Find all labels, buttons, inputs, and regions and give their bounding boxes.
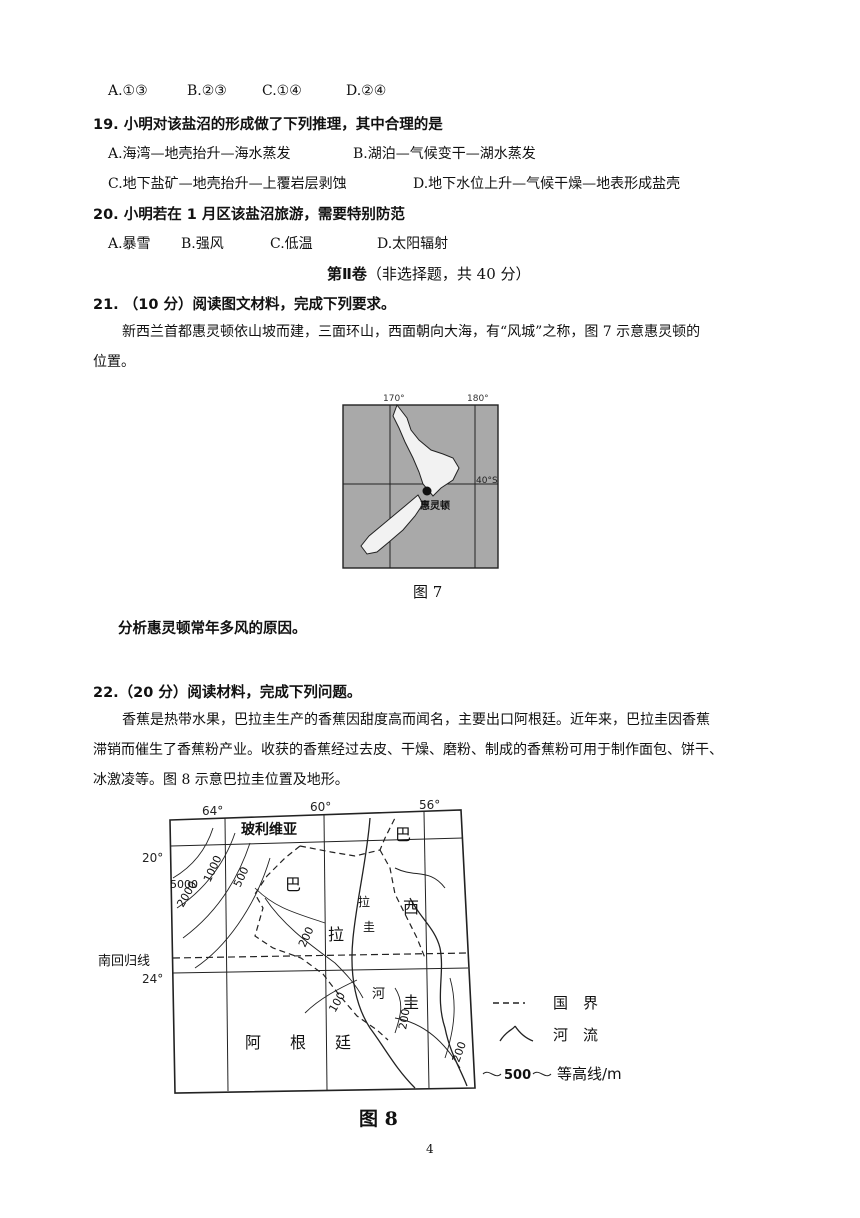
contour-200-west xyxy=(264,897,364,999)
legend-contour-label: 等高线/m xyxy=(557,1065,622,1083)
contour-label-200-east: 200 xyxy=(396,1008,412,1031)
border-paraguay-brazil xyxy=(379,849,426,959)
contour-1000 xyxy=(182,842,251,939)
figure-7-lon-170: 170° xyxy=(383,394,405,404)
figure-8-meridian-60 xyxy=(323,814,328,1091)
figure-7-lon-180: 180° xyxy=(467,394,489,404)
q20-option-c: C.低温 xyxy=(270,236,313,252)
legend-contour-value: 500 xyxy=(504,1068,531,1083)
label-argentina-2: 根 xyxy=(290,1033,306,1052)
tributary-river-2 xyxy=(254,887,326,924)
label-river-1: 拉 xyxy=(358,894,370,909)
label-brazil-1: 巴 xyxy=(395,825,411,844)
q20-stem: 20. 小明若在 1 月区该盐沼旅游，需要特别防范 xyxy=(93,207,405,223)
q19-option-b: B.湖泊—气候变干—湖水蒸发 xyxy=(353,146,536,162)
tropic-of-capricorn-label: 南回归线 xyxy=(98,953,150,969)
figure-8-lat-24: 24° xyxy=(142,972,163,986)
parana-river xyxy=(409,897,468,1087)
q22-material-line2: 滞销而催生了香蕉粉产业。收获的香蕉经过去皮、干燥、磨粉、制成的香蕉粉可用于制作面… xyxy=(93,742,723,758)
q19-stem: 19. 小明对该盐沼的形成做了下列推理，其中合理的是 xyxy=(93,117,443,133)
new-zealand-south-island xyxy=(360,494,424,555)
tributary-river-1 xyxy=(394,867,446,889)
label-brazil-2: 西 xyxy=(403,898,419,917)
figure-8-caption: 图 8 xyxy=(359,1108,398,1130)
q20-option-d: D.太阳辐射 xyxy=(377,236,449,252)
contour-label-5000: 5000 xyxy=(170,878,198,891)
q22-material-line3: 冰激凌等。图 8 示意巴拉圭位置及地形。 xyxy=(93,772,349,788)
figure-7-lat-40s: 40°S xyxy=(476,476,498,486)
section-subtitle: （非选择题，共 40 分） xyxy=(366,265,531,283)
legend-river-symbol xyxy=(499,1025,534,1042)
legend-contour-symbol-right xyxy=(532,1071,552,1077)
wellington-dot xyxy=(422,486,432,496)
q22-stem: 22.（20 分）阅读材料，完成下列问题。 xyxy=(93,685,362,701)
paraguay-river xyxy=(351,817,416,1089)
contour-500 xyxy=(194,857,271,969)
q18-option-b: B.②③ xyxy=(187,83,227,99)
figure-7-map: 170° 180° 40°S 惠灵顿 xyxy=(342,394,499,569)
figure-7-caption: 图 7 xyxy=(413,583,443,601)
contour-label-1000: 1000 xyxy=(201,853,225,884)
q21-material-line2: 位置。 xyxy=(93,354,135,370)
label-river-3: 河 xyxy=(372,987,385,1002)
label-paraguay-1: 巴 xyxy=(285,875,301,894)
contour-label-500: 500 xyxy=(231,865,252,890)
label-argentina-3: 廷 xyxy=(335,1033,351,1052)
label-paraguay-2: 拉 xyxy=(328,925,344,944)
section-heading: 第Ⅱ卷（非选择题，共 40 分） xyxy=(327,263,531,284)
contour-200-east xyxy=(394,987,402,1034)
contour-200-southeast xyxy=(444,977,455,1059)
figure-8-meridian-64 xyxy=(224,817,229,1092)
q19-option-a: A.海湾—地壳抬升—海水蒸发 xyxy=(108,146,291,162)
figure-8-parallel-20 xyxy=(170,837,464,847)
label-paraguay-3: 圭 xyxy=(403,993,419,1012)
contour-2000 xyxy=(176,832,236,909)
q19-option-d: D.地下水位上升—气候干燥—地表形成盐壳 xyxy=(413,176,681,192)
label-bolivia: 玻利维亚 xyxy=(241,821,297,838)
legend-river-label: 河 流 xyxy=(553,1026,598,1044)
q21-material-line1: 新西兰首都惠灵顿依山坡而建，三面环山，西面朝向大海，有“风城”之称，图 7 示意… xyxy=(122,324,701,340)
page-number: 4 xyxy=(426,1142,434,1156)
tributary-river-3 xyxy=(394,1017,461,1069)
legend-border-label: 国 界 xyxy=(553,994,598,1012)
q20-option-a: A.暴雪 xyxy=(108,236,151,252)
figure-8-lon-60: 60° xyxy=(310,800,331,814)
figure-8-lon-64: 64° xyxy=(202,804,223,818)
contour-label-200-west: 200 xyxy=(296,925,317,950)
q21-question: 分析惠灵顿常年多风的原因。 xyxy=(118,621,307,637)
q22-material-line1: 香蕉是热带水果，巴拉圭生产的香蕉因甜度高而闻名，主要出口阿根廷。近年来，巴拉圭因… xyxy=(122,712,710,728)
contour-100 xyxy=(304,979,358,1014)
figure-8-meridian-56 xyxy=(423,811,430,1090)
label-argentina-1: 阿 xyxy=(245,1033,261,1052)
figure-8-lat-20: 20° xyxy=(142,851,163,865)
border-paraguay-argentina xyxy=(254,845,389,1041)
wellington-label: 惠灵顿 xyxy=(420,499,450,512)
q18-option-d: D.②④ xyxy=(346,83,387,99)
new-zealand-north-island xyxy=(392,403,460,497)
legend-contour-symbol-left xyxy=(482,1071,502,1077)
figure-8-map: 64° 60° 56° 20° 24° 南回归线 玻利维亚 巴 西 巴 拉 圭 … xyxy=(98,798,622,1094)
contour-5000 xyxy=(172,827,214,879)
q21-stem: 21. （10 分）阅读图文材料，完成下列要求。 xyxy=(93,297,396,313)
q18-option-a: A.①③ xyxy=(108,83,148,99)
section-title: 第Ⅱ卷 xyxy=(327,265,367,283)
q18-option-c: C.①④ xyxy=(262,83,302,99)
q20-option-b: B.强风 xyxy=(181,236,224,252)
label-river-2: 圭 xyxy=(363,920,375,934)
tropic-of-capricorn-line xyxy=(172,952,469,959)
figure-8-parallel-24 xyxy=(172,967,469,974)
figure-8-frame xyxy=(169,809,476,1094)
q19-option-c: C.地下盐矿—地壳抬升—上覆岩层剥蚀 xyxy=(108,176,347,192)
figure-8-lon-56: 56° xyxy=(419,798,440,812)
contour-label-200-southeast: 200 xyxy=(450,1040,469,1064)
